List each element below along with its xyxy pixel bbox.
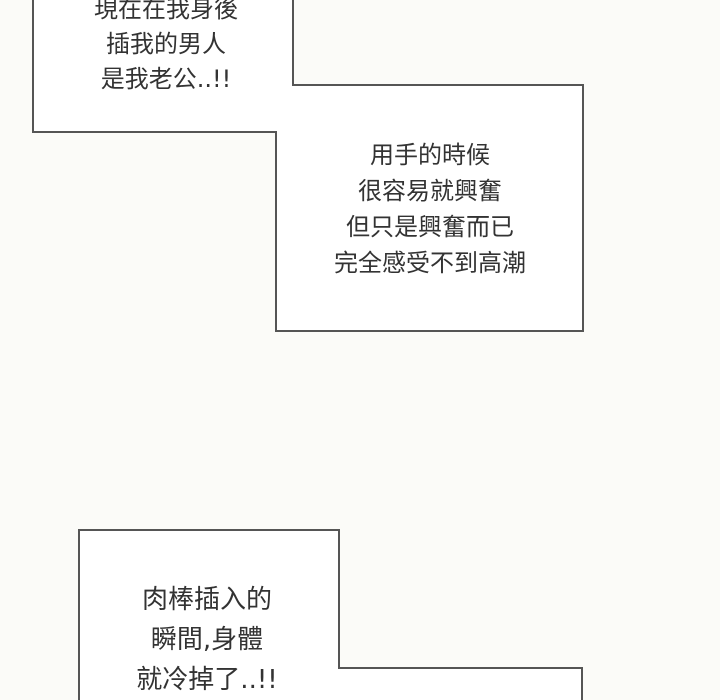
caption-line: 現在在我身後 bbox=[94, 0, 238, 23]
caption-line: 完全感受不到高潮 bbox=[334, 249, 526, 277]
caption-line: 用手的時候 bbox=[370, 141, 490, 169]
caption-line: 就冷掉了..!! bbox=[136, 665, 278, 695]
caption-box-top bbox=[32, 0, 584, 332]
caption-2: 用手的時候 很容易就興奮 但只是興奮而已 完全感受不到高潮 bbox=[334, 137, 526, 281]
caption-line: 很容易就興奮 bbox=[358, 177, 502, 205]
caption-line: 但只是興奮而已 bbox=[346, 213, 514, 241]
caption-line: 是我老公..!! bbox=[100, 65, 232, 93]
caption-1: 現在在我身後 插我的男人 是我老公..!! bbox=[94, 0, 238, 97]
caption-3: 肉棒插入的 瞬間,身體 就冷掉了..!! bbox=[136, 580, 277, 700]
caption-line: 瞬間,身體 bbox=[150, 625, 264, 655]
caption-line: 插我的男人 bbox=[106, 30, 226, 58]
caption-box-bottom bbox=[78, 529, 583, 700]
caption-line: 肉棒插入的 bbox=[141, 585, 273, 615]
